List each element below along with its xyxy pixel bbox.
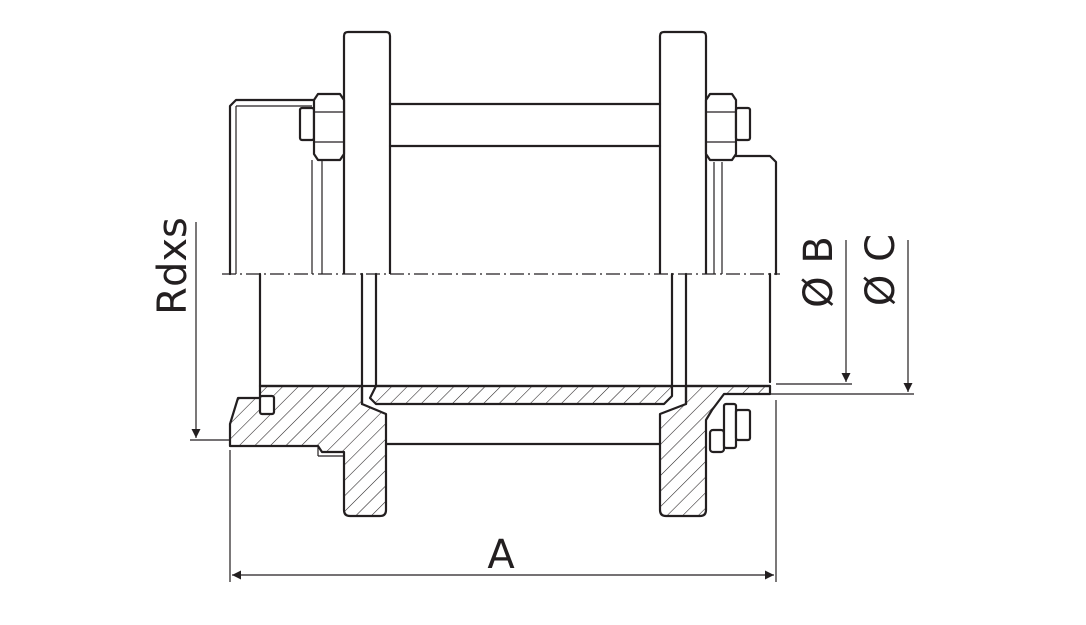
- dimension-rdxs-label: Rdxs: [150, 217, 196, 315]
- dimension-rdxs: [190, 222, 230, 441]
- upper-exterior-view: [228, 30, 778, 276]
- dimension-c: [750, 240, 914, 395]
- dimension-b-label: Ø B: [796, 236, 842, 308]
- dimension-a: [229, 400, 777, 582]
- dimension-a-label: A: [487, 532, 515, 578]
- dimension-b: [776, 240, 852, 385]
- lower-section-view: [228, 272, 772, 518]
- dimension-c-label: Ø C: [858, 234, 904, 306]
